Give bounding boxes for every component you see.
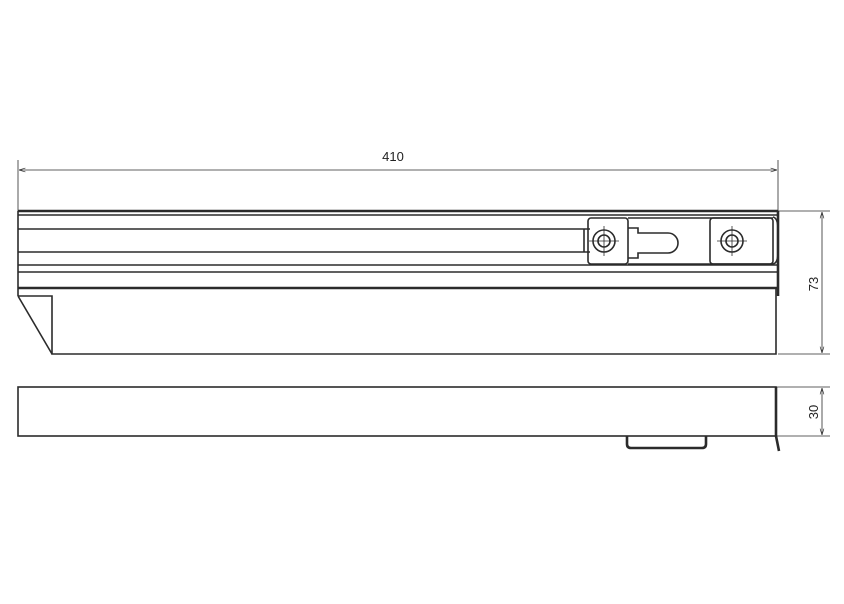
slide-latch (628, 227, 679, 259)
dimension-height-front: 73 (778, 210, 830, 355)
bottom-view (17, 386, 781, 452)
front-view (17, 209, 780, 355)
screw-icon (717, 226, 747, 256)
mounting-clip-left (587, 217, 629, 265)
mounting-clip-right (709, 217, 774, 265)
dimension-height-side-label: 30 (806, 405, 821, 419)
dimension-length-label: 410 (382, 149, 404, 164)
screw-icon (589, 226, 619, 256)
dimension-length: 410 (17, 149, 779, 212)
dimension-height-side: 30 (776, 386, 830, 437)
dimension-height-front-label: 73 (806, 277, 821, 291)
